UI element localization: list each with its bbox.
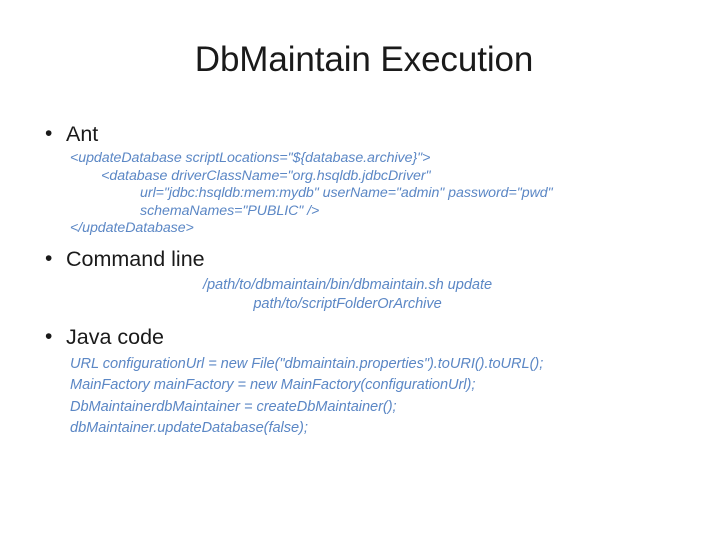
code-block-command-line: /path/to/dbmaintain/bin/dbmaintain.sh up… — [202, 276, 493, 312]
code-block-java-code: URL configurationUrl = new File("dbmaint… — [70, 355, 544, 437]
bullet-dot-icon: • — [45, 324, 53, 348]
bullet-item-java-code: • Java code — [40, 323, 700, 351]
bullet-item-command-line: • Command line — [40, 245, 700, 273]
section-java-code: • Java code URL configurationUrl = new F… — [40, 323, 700, 440]
section-command-line: • Command line /path/to/dbmaintain/bin/d… — [40, 245, 700, 314]
section-ant: • Ant <updateDatabase scriptLocations="$… — [40, 120, 700, 238]
bullet-label-ant: Ant — [66, 122, 99, 146]
bullet-label-command-line: Command line — [66, 246, 205, 271]
bullet-dot-icon: • — [45, 122, 53, 145]
bullet-label-java-code: Java code — [66, 324, 165, 349]
bullet-dot-icon: • — [45, 246, 53, 270]
slide-body: • Ant <updateDatabase scriptLocations="$… — [40, 120, 700, 440]
page-title: DbMaintain Execution — [194, 40, 534, 79]
bullet-item-ant: • Ant — [40, 120, 700, 148]
code-block-ant: <updateDatabase scriptLocations="${datab… — [70, 150, 553, 237]
